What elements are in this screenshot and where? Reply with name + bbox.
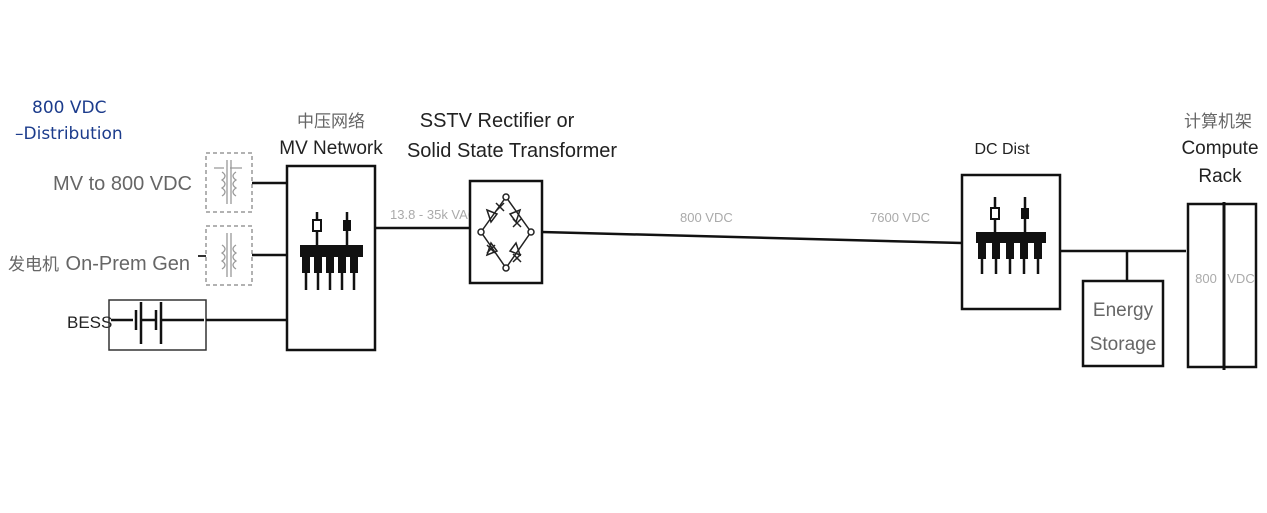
battery-icon bbox=[108, 299, 207, 351]
dc-dist-label: DC Dist bbox=[974, 141, 1030, 158]
compute-rack-line2: Rack bbox=[1198, 166, 1242, 187]
ac-link-label: 13.8 - 35k VAC bbox=[390, 207, 477, 222]
dc-trunk-wire bbox=[541, 230, 963, 245]
rack-voltage-left: 800 bbox=[1195, 271, 1217, 286]
sst-label-line2: Solid State Transformer bbox=[407, 140, 617, 162]
compute-rack-box bbox=[1186, 202, 1258, 369]
dc-link-right-label: 7600 VDC bbox=[870, 210, 930, 225]
energy-storage-box bbox=[1081, 279, 1165, 368]
switchgear-icon bbox=[976, 197, 1046, 274]
on-prem-gen-label: On-Prem Gen bbox=[66, 253, 190, 275]
mv-to-800vdc-label: MV to 800 VDC bbox=[53, 173, 192, 195]
energy-storage-line2: Storage bbox=[1090, 334, 1157, 355]
title-line1: 800 VDC bbox=[32, 98, 106, 118]
title-line2: –Distribution bbox=[15, 124, 123, 144]
compute-rack-cn-label: 计算机架 bbox=[1184, 112, 1252, 131]
bess-label: BESS bbox=[67, 313, 112, 332]
compute-rack-line1: Compute bbox=[1181, 138, 1258, 159]
rectifier-bridge-icon bbox=[477, 193, 535, 272]
sst-label-line1: SSTV Rectifier or bbox=[420, 110, 575, 132]
switchgear-icon bbox=[300, 212, 363, 290]
generator-cn-label: 发电机 bbox=[8, 255, 59, 274]
rack-voltage-right: VDC bbox=[1227, 271, 1254, 286]
mv-network-label: MV Network bbox=[279, 138, 383, 159]
transformer-icon bbox=[198, 225, 253, 286]
dc-link-left-label: 800 VDC bbox=[680, 210, 733, 225]
mv-network-cn-label: 中压网络 bbox=[297, 112, 365, 131]
energy-storage-line1: Energy bbox=[1093, 300, 1154, 321]
transformer-icon bbox=[205, 152, 253, 213]
